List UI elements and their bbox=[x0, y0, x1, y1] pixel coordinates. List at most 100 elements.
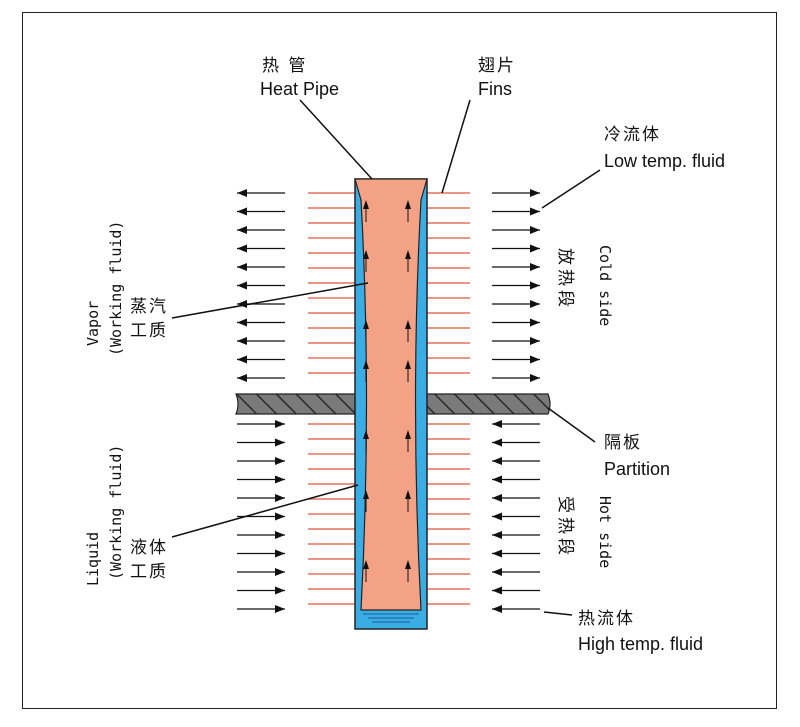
leader-fins bbox=[441, 99, 471, 194]
flow-arrow-head bbox=[275, 420, 285, 428]
flow-arrow-head bbox=[237, 355, 247, 364]
flow-arrow-head bbox=[237, 318, 247, 327]
flow-arrow-head bbox=[275, 531, 285, 539]
internal-arrow-head bbox=[363, 200, 369, 209]
flow-arrow-head bbox=[530, 300, 540, 308]
liquid-pool bbox=[363, 613, 419, 623]
flow-arrow-head bbox=[530, 263, 540, 271]
high-fluid-label-cn: 热流体 bbox=[578, 609, 635, 629]
flow-arrow-head bbox=[275, 586, 285, 595]
fins-left bbox=[308, 192, 355, 605]
internal-arrow-head bbox=[405, 490, 411, 499]
flow-arrow-head bbox=[237, 189, 247, 197]
partition-plate bbox=[235, 393, 356, 415]
flow-arrow-head bbox=[492, 512, 502, 521]
flow-arrow-head bbox=[530, 281, 540, 290]
flow-arrow-head bbox=[237, 226, 247, 234]
partition-label-cn: 隔板 bbox=[604, 433, 642, 453]
cold-flow-arrows-left bbox=[237, 189, 285, 382]
high-fluid-label-en: High temp. fluid bbox=[578, 634, 704, 654]
flow-arrow-head bbox=[275, 549, 285, 558]
internal-arrow-head bbox=[405, 360, 411, 369]
leader-low-fluid bbox=[541, 169, 601, 209]
hot-flow-arrows-right bbox=[492, 420, 540, 613]
flow-arrow-head bbox=[275, 475, 285, 484]
internal-arrow-head bbox=[405, 430, 411, 439]
flow-arrow-head bbox=[275, 568, 285, 576]
vapor-label-en: Vapor bbox=[84, 300, 102, 346]
fins-label-cn: 翅片 bbox=[478, 56, 516, 76]
liquid-label-cn-2: 工质 bbox=[130, 562, 168, 582]
flow-arrow-head bbox=[492, 586, 502, 595]
flow-arrow-head bbox=[492, 438, 502, 447]
flow-arrow-head bbox=[275, 512, 285, 521]
absorb-section-text: 受热段 bbox=[555, 496, 575, 559]
heat-pipe-label-en: Heat Pipe bbox=[260, 79, 340, 99]
flow-arrow-head bbox=[237, 281, 247, 290]
flow-arrow-head bbox=[275, 457, 285, 465]
flow-arrow-head bbox=[237, 244, 247, 253]
cold-flow-arrows-right bbox=[492, 189, 540, 382]
flow-arrow-head bbox=[530, 244, 540, 253]
flow-arrow-head bbox=[492, 475, 502, 484]
flow-arrow-head bbox=[492, 549, 502, 558]
hot-flow-arrows-left bbox=[237, 420, 285, 613]
flow-arrow-head bbox=[275, 438, 285, 447]
internal-arrow-head bbox=[363, 430, 369, 439]
release-section-text: 放热段 bbox=[555, 248, 575, 311]
flow-arrow-head bbox=[530, 337, 540, 345]
flow-arrow-head bbox=[492, 605, 502, 613]
liquid-working-label: (Working fluid) bbox=[107, 444, 125, 580]
leader-heat-pipe bbox=[299, 99, 373, 180]
flow-arrow-head bbox=[492, 568, 502, 576]
internal-arrow-head bbox=[405, 320, 411, 329]
liquid-label-cn-1: 液体 bbox=[130, 538, 168, 558]
internal-arrow-head bbox=[363, 490, 369, 499]
fins-label-en: Fins bbox=[478, 79, 513, 99]
vapor-label-cn-1: 蒸汽 bbox=[130, 297, 168, 317]
partition-plate-right bbox=[426, 393, 551, 415]
flow-arrow-head bbox=[237, 300, 247, 308]
flow-arrow-head bbox=[530, 318, 540, 327]
internal-arrow-head bbox=[405, 560, 411, 569]
internal-arrow-head bbox=[363, 360, 369, 369]
figure-frame bbox=[22, 12, 777, 709]
liquid-label-en: Liquid bbox=[84, 531, 102, 586]
internal-arrow-head bbox=[363, 320, 369, 329]
absorb-section-label: 受热段 bbox=[555, 496, 575, 559]
low-fluid-label-en: Low temp. fluid bbox=[604, 151, 726, 171]
flow-arrow-head bbox=[530, 189, 540, 197]
release-section-label: 放热段 bbox=[555, 248, 575, 311]
flow-arrow-head bbox=[237, 337, 247, 345]
flow-arrow-head bbox=[530, 374, 540, 382]
leader-partition bbox=[547, 407, 596, 443]
cold-side-label: Cold side bbox=[596, 245, 614, 327]
hot-side-label: Hot side bbox=[596, 496, 614, 569]
vapor-label-cn-2: 工质 bbox=[130, 321, 168, 341]
vapor-working-label: (Working fluid) bbox=[107, 220, 125, 356]
flow-arrow-head bbox=[275, 494, 285, 502]
internal-arrow-head bbox=[363, 560, 369, 569]
partition-label-en: Partition bbox=[604, 459, 671, 479]
flow-arrow-head bbox=[492, 494, 502, 502]
flow-arrow-head bbox=[492, 457, 502, 465]
flow-arrow-head bbox=[530, 355, 540, 364]
flow-arrow-head bbox=[237, 263, 247, 271]
internal-arrow-head bbox=[405, 200, 411, 209]
fins-right bbox=[427, 192, 470, 605]
flow-arrow-head bbox=[530, 226, 540, 234]
flow-arrow-head bbox=[237, 207, 247, 216]
leader-liquid bbox=[171, 484, 359, 538]
flow-arrow-head bbox=[492, 531, 502, 539]
heat-pipe-label-cn: 热 管 bbox=[262, 56, 308, 76]
flow-arrow-head bbox=[492, 420, 502, 428]
low-fluid-label-cn: 冷流体 bbox=[604, 125, 661, 145]
flow-arrow-head bbox=[237, 374, 247, 382]
leader-high-fluid bbox=[543, 611, 573, 616]
internal-arrow-head bbox=[405, 250, 411, 259]
internal-arrow-head bbox=[363, 250, 369, 259]
flow-arrow-head bbox=[275, 605, 285, 613]
leader-vapor bbox=[171, 282, 369, 319]
flow-arrow-head bbox=[530, 207, 540, 216]
